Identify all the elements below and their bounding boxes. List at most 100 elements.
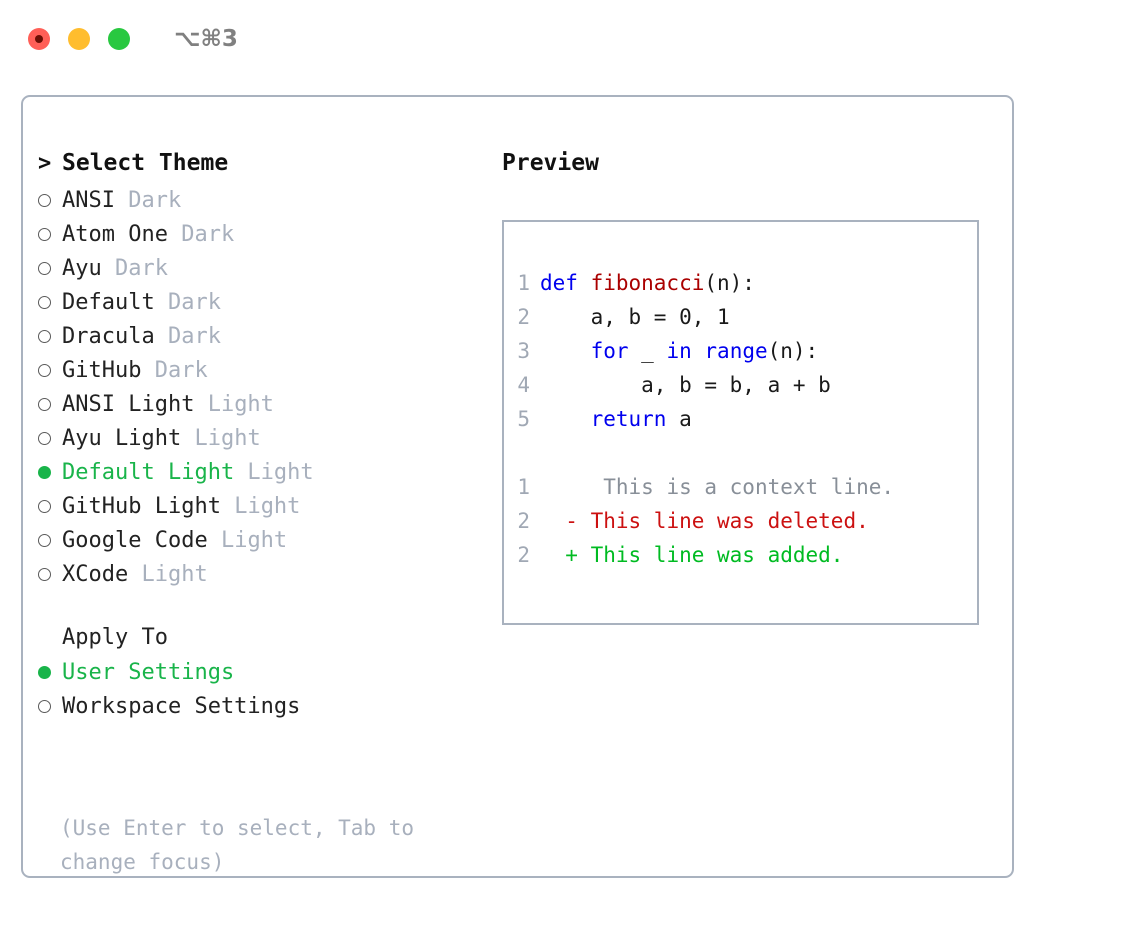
line-number: 2 <box>517 543 530 567</box>
radio-unselected-icon[interactable] <box>38 387 62 421</box>
code-diff-gap <box>504 436 977 470</box>
code-token <box>692 339 705 363</box>
apply-to-indent <box>38 621 62 655</box>
list-spacer <box>38 591 478 621</box>
theme-variant-label: Dark <box>154 323 221 349</box>
radio-unselected-icon[interactable] <box>38 689 62 723</box>
line-number: 2 <box>517 509 530 533</box>
radio-unselected-icon[interactable] <box>38 183 62 217</box>
radio-unselected-icon[interactable] <box>38 251 62 285</box>
radio-unselected-icon[interactable] <box>38 353 62 387</box>
apply-to-option[interactable]: Workspace Settings <box>38 689 478 723</box>
theme-list-item[interactable]: Ayu Dark <box>38 251 478 285</box>
apply-to-label: Workspace Settings <box>62 693 301 719</box>
maximize-light-icon[interactable] <box>108 28 130 50</box>
theme-name-label: Atom One <box>62 221 168 247</box>
theme-list-item[interactable]: Default Dark <box>38 285 478 319</box>
code-token: return <box>590 407 667 431</box>
line-number: 1 <box>517 475 530 499</box>
code-token <box>540 407 591 431</box>
radio-dot <box>38 465 51 479</box>
apply-to-label: User Settings <box>62 659 235 685</box>
radio-selected-icon[interactable] <box>38 455 62 489</box>
radio-dot <box>38 295 51 309</box>
theme-name-label: Default <box>62 289 155 315</box>
keyboard-hint-text: (Use Enter to select, Tab to change focu… <box>60 816 415 874</box>
diff-sign: - <box>540 509 578 533</box>
code-line-text: def fibonacci(n): <box>540 266 755 300</box>
diff-sign <box>540 470 578 504</box>
radio-dot <box>38 261 51 275</box>
code-line-text: a, b = 0, 1 <box>540 300 730 334</box>
diff-line-text: This is a context line. <box>577 475 895 499</box>
theme-name-label: Dracula <box>62 323 155 349</box>
radio-unselected-icon[interactable] <box>38 489 62 523</box>
apply-to-header: Apply To <box>38 621 478 655</box>
theme-list-item[interactable]: ANSI Dark <box>38 183 478 217</box>
theme-variant-label: Light <box>220 493 301 519</box>
code-line: 5 return a <box>504 402 977 436</box>
radio-dot <box>38 329 51 343</box>
radio-unselected-icon[interactable] <box>38 285 62 319</box>
code-token: (n): <box>704 271 755 295</box>
preview-title: Preview <box>502 150 599 176</box>
code-line: 2 a, b = 0, 1 <box>504 300 977 334</box>
page-title: Select Theme <box>62 150 229 176</box>
apply-to-option[interactable]: User Settings <box>38 655 478 689</box>
radio-unselected-icon[interactable] <box>38 217 62 251</box>
theme-name-label: Default Light <box>62 459 235 485</box>
code-line-text: a, b = b, a + b <box>540 368 831 402</box>
theme-name-label: ANSI Light <box>62 391 195 417</box>
theme-name-label: Ayu Light <box>62 425 182 451</box>
code-token: _ <box>628 339 667 363</box>
theme-list-item[interactable]: GitHub Dark <box>38 353 478 387</box>
radio-dot <box>38 227 51 241</box>
radio-unselected-icon[interactable] <box>38 421 62 455</box>
code-line: 1 def fibonacci(n): <box>504 266 977 300</box>
theme-list-item[interactable]: Default Light Light <box>38 455 478 489</box>
radio-unselected-icon[interactable] <box>38 557 62 591</box>
theme-name-label: XCode <box>62 561 129 587</box>
radio-unselected-icon[interactable] <box>38 319 62 353</box>
theme-variant-label: Light <box>207 527 288 553</box>
radio-dot <box>38 193 51 207</box>
prompt-caret-icon: > <box>38 151 52 176</box>
line-number: 1 <box>517 271 530 295</box>
radio-unselected-icon[interactable] <box>38 523 62 557</box>
theme-variant-label: Dark <box>141 357 208 383</box>
radio-selected-icon[interactable] <box>38 655 62 689</box>
diff-line-text: This line was added. <box>577 543 844 567</box>
theme-name-label: GitHub <box>62 357 142 383</box>
code-token: for <box>590 339 629 363</box>
theme-list-item[interactable]: Google Code Light <box>38 523 478 557</box>
close-light-icon[interactable] <box>28 28 50 50</box>
diff-line: 2 - This line was deleted. <box>504 504 977 538</box>
theme-list-item[interactable]: Dracula Dark <box>38 319 478 353</box>
theme-name-label: Google Code <box>62 527 208 553</box>
diff-sample: 1 This is a context line.2 - This line w… <box>504 470 977 572</box>
code-token: def <box>540 271 591 295</box>
radio-dot <box>38 499 51 513</box>
diff-line: 1 This is a context line. <box>504 470 977 504</box>
theme-list-item[interactable]: XCode Light <box>38 557 478 591</box>
theme-variant-label: Dark <box>167 221 235 247</box>
theme-variant-label: Light <box>194 391 274 417</box>
minimize-light-icon[interactable] <box>68 28 90 50</box>
theme-list-item[interactable]: Ayu Light Light <box>38 421 478 455</box>
radio-dot <box>38 567 51 581</box>
code-token: a, b = 0, 1 <box>540 305 730 329</box>
theme-list-item[interactable]: Atom One Dark <box>38 217 478 251</box>
theme-variant-label: Dark <box>114 187 182 213</box>
radio-dot <box>38 431 51 445</box>
theme-name-label: ANSI <box>62 187 115 213</box>
radio-dot <box>38 363 51 377</box>
title-bar: ⌥⌘3 <box>0 0 1140 78</box>
code-token: (n): <box>767 339 819 363</box>
theme-list-item[interactable]: ANSI Light Light <box>38 387 478 421</box>
theme-list-item[interactable]: GitHub Light Light <box>38 489 478 523</box>
theme-variant-label: Light <box>128 561 208 587</box>
